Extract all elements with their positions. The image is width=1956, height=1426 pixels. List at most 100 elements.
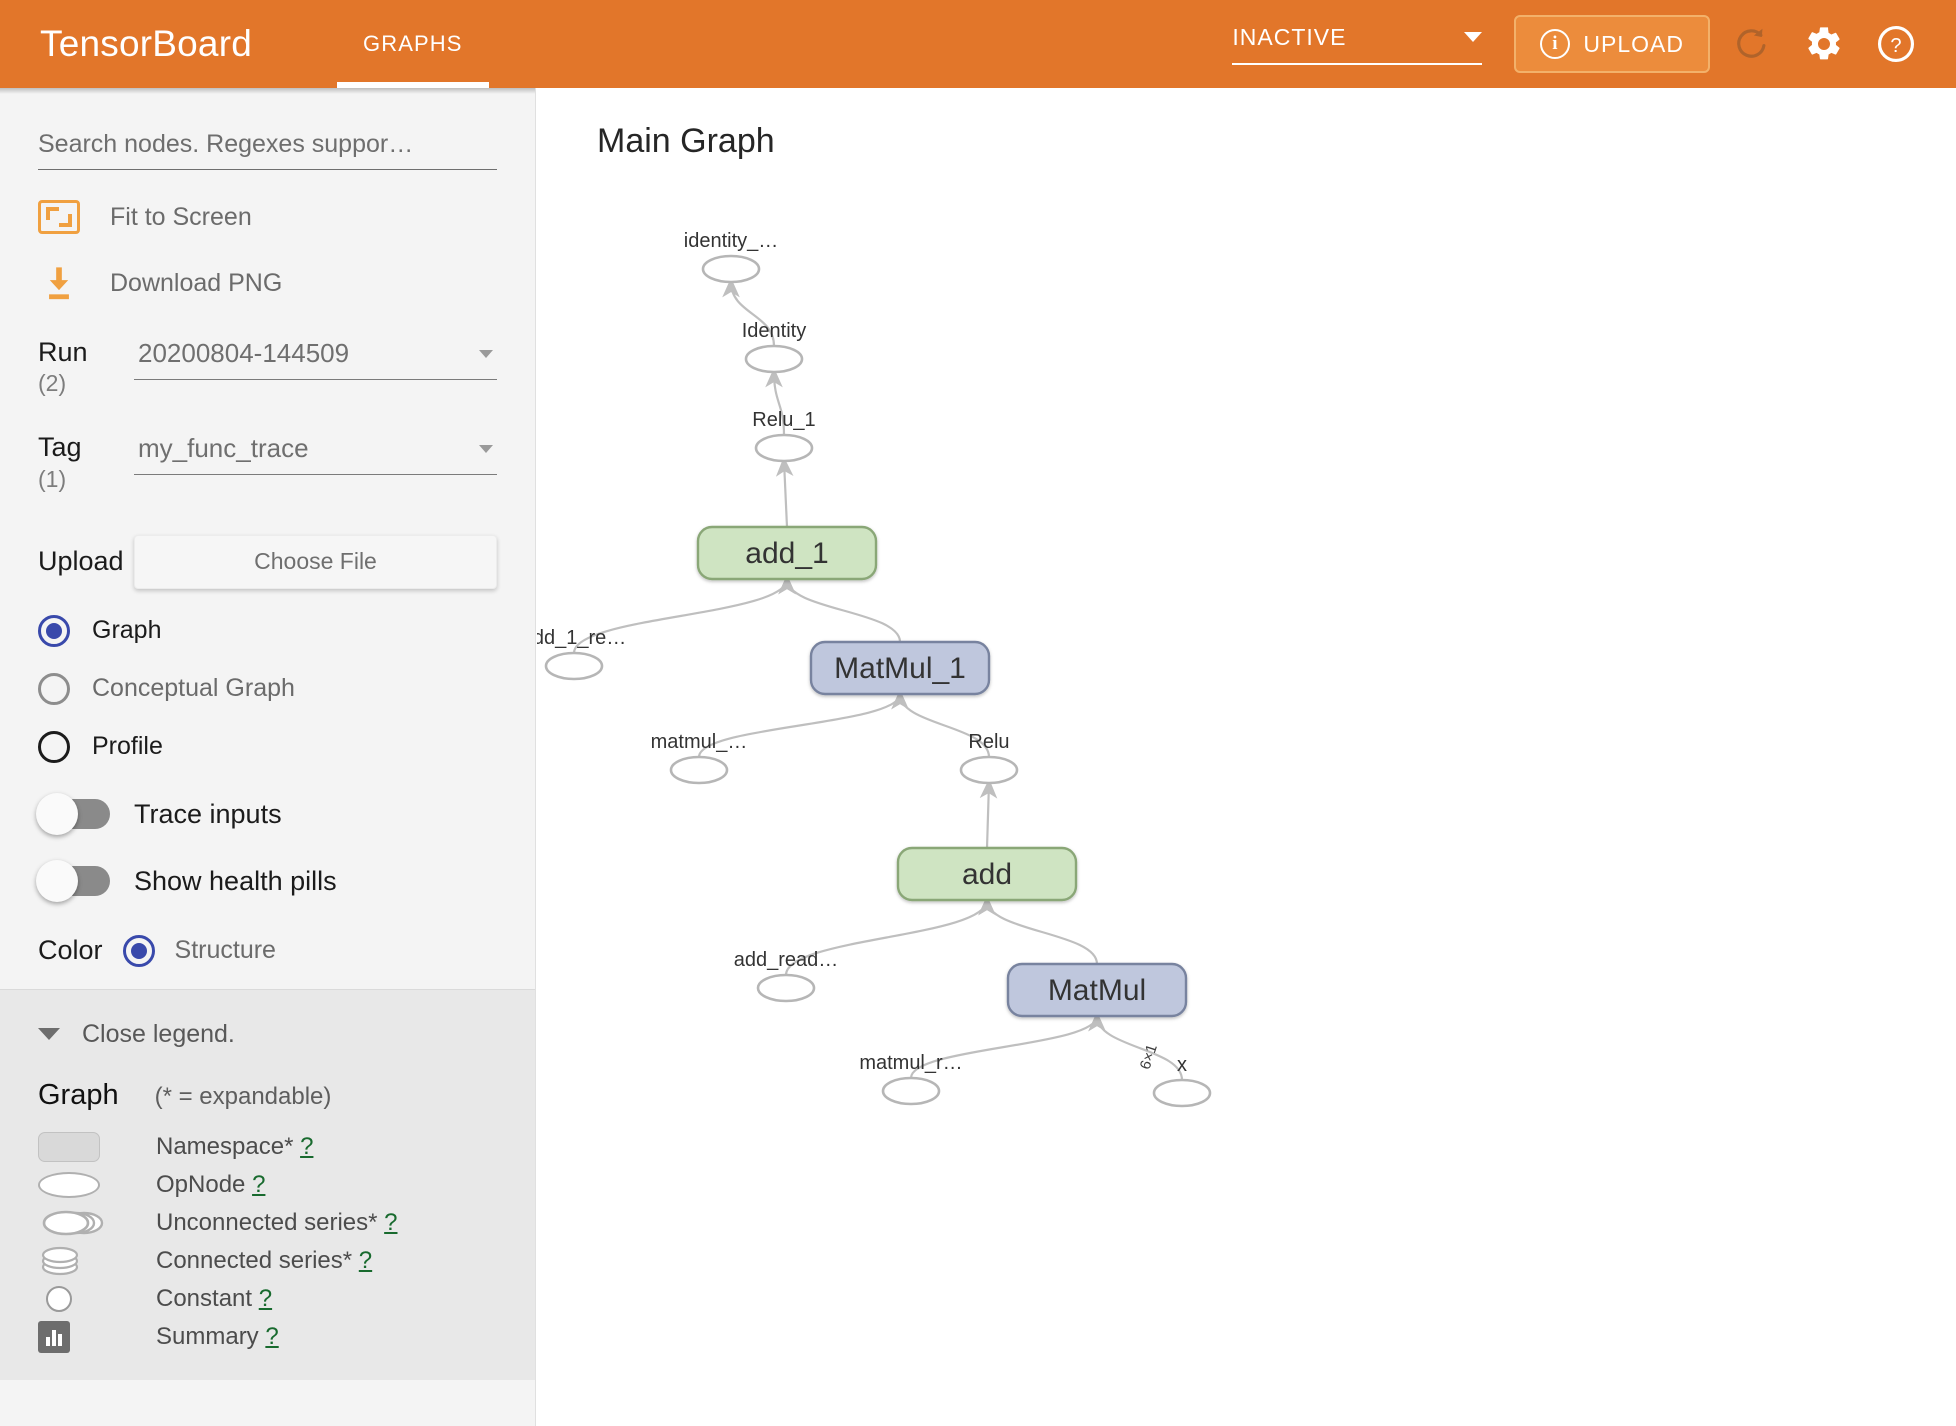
legend-item-namespace: Namespace* ? (38, 1128, 497, 1166)
graph-node-add_1_read[interactable]: add_1_re… (537, 627, 626, 681)
graph-node-add[interactable]: add (896, 846, 1078, 902)
chevron-down-icon (479, 349, 493, 358)
namespace-icon (38, 1131, 156, 1162)
close-legend-button[interactable]: Close legend. (38, 1020, 497, 1049)
run-label: Run (38, 337, 88, 367)
legend-heading: Graph (* = expandable) (38, 1079, 497, 1112)
sidebar-divider (0, 988, 535, 990)
radio-conceptual-graph-indicator (38, 672, 70, 705)
legend-help-icon[interactable]: ? (265, 1322, 279, 1350)
legend-item-summary-label: Summary (156, 1322, 259, 1350)
graph-node-label: Relu (968, 731, 1009, 753)
run-dropdown[interactable]: 20200804-144509 (134, 338, 497, 380)
refresh-icon[interactable] (1722, 14, 1782, 74)
run-dropdown-value: 20200804-144509 (138, 338, 350, 368)
svg-text:?: ? (1890, 35, 1901, 57)
header-actions: INACTIVE i UPLOAD ? (1232, 14, 1926, 74)
download-png-button[interactable]: Download PNG (38, 264, 497, 302)
graph-node-Relu_1[interactable]: Relu_1 (752, 409, 816, 463)
unconnected-series-icon (38, 1206, 156, 1240)
graph-node-shape (809, 640, 991, 696)
radio-color-structure-indicator[interactable] (122, 934, 155, 967)
legend-item-constant-label: Constant (156, 1284, 253, 1312)
graph-node-label: matmul_r… (859, 1052, 962, 1074)
graph-edge (978, 895, 1099, 965)
graph-node-matmul_read_1[interactable]: matmul_… (651, 731, 748, 785)
connected-series-icon (38, 1243, 156, 1279)
radio-profile[interactable]: Profile (38, 730, 497, 763)
toggle-trace-inputs-switch[interactable] (36, 793, 110, 836)
opnode-icon (38, 1171, 156, 1198)
graph-node-x[interactable]: x (1152, 1054, 1212, 1108)
sidebar-controls: Fit to Screen Download PNG Run (2) 20200… (0, 130, 535, 989)
chevron-down-icon (479, 444, 493, 453)
radio-conceptual-graph[interactable]: Conceptual Graph (38, 672, 497, 705)
graph-node-identity_out[interactable]: identity_… (684, 230, 779, 284)
toggle-show-health-pills-switch[interactable] (36, 860, 110, 903)
upload-button[interactable]: i UPLOAD (1514, 15, 1710, 73)
toggle-trace-inputs[interactable]: Trace inputs (36, 793, 497, 836)
legend-subtitle: (* = expandable) (154, 1082, 332, 1110)
toggle-knob (36, 860, 78, 903)
fit-to-screen-button[interactable]: Fit to Screen (38, 200, 497, 234)
color-label: Color (38, 935, 103, 966)
graph-node-label: add_1 (745, 537, 828, 570)
legend-item-constant: Constant ? (38, 1280, 497, 1318)
choose-file-button[interactable]: Choose File (134, 534, 497, 589)
graph-node-label: matmul_… (651, 731, 748, 753)
graph-node-add_read[interactable]: add_read… (734, 949, 839, 1003)
legend-help-icon[interactable]: ? (358, 1246, 373, 1274)
tag-dropdown[interactable]: my_func_trace (134, 433, 497, 476)
radio-graph[interactable]: Graph (38, 614, 497, 647)
graph-node-matmul_read[interactable]: matmul_r… (859, 1052, 963, 1106)
graph-edge (765, 367, 786, 436)
graph-node-shape (959, 755, 1019, 785)
help-icon[interactable]: ? (1866, 14, 1926, 74)
graph-node-Identity[interactable]: Identity (742, 320, 806, 374)
legend-item-opnode-label: OpNode (156, 1170, 246, 1198)
toggle-show-health-pills[interactable]: Show health pills (36, 860, 497, 903)
graph-node-label: MatMul_1 (834, 652, 966, 685)
graph-node-label: add_read… (734, 949, 839, 971)
graph-node-MatMul_1[interactable]: MatMul_1 (809, 640, 991, 696)
tab-graphs[interactable]: GRAPHS (337, 0, 489, 88)
graph-node-Relu[interactable]: Relu (959, 731, 1019, 785)
graph-edge (775, 456, 794, 528)
graph-node-MatMul[interactable]: MatMul (1006, 962, 1188, 1018)
graph-edge (778, 574, 902, 643)
toggle-show-health-pills-label: Show health pills (134, 865, 337, 896)
graph-node-label: MatMul (1048, 974, 1146, 1007)
summary-icon (38, 1320, 156, 1353)
legend-help-icon[interactable]: ? (258, 1284, 273, 1312)
legend-title: Graph (38, 1078, 119, 1111)
search-field[interactable] (38, 130, 497, 170)
gear-icon[interactable] (1794, 14, 1854, 74)
graph-edge (784, 895, 996, 976)
graph-node-shape (756, 973, 816, 1003)
graph-svg[interactable]: 6×1 identity_…IdentityRelu_1add_1add_1_r… (537, 88, 1956, 1426)
legend-item-connected-series: Connected series* ? (38, 1242, 497, 1280)
run-status-dropdown[interactable]: INACTIVE (1232, 24, 1483, 65)
app-brand: TensorBoard (40, 23, 252, 64)
graph-node-shape (701, 254, 761, 284)
radio-profile-indicator (38, 730, 70, 763)
run-field-row: Run (2) 20200804-144509 (38, 338, 497, 397)
tag-field-row: Tag (1) my_func_trace (38, 433, 497, 492)
search-input[interactable] (38, 130, 497, 159)
color-row: Color Structure (38, 934, 497, 989)
upload-label: Upload (38, 546, 124, 577)
app-header: TensorBoard GRAPHS INACTIVE i UPLOAD (0, 0, 1956, 88)
legend-help-icon[interactable]: ? (252, 1170, 266, 1198)
legend-help-icon[interactable]: ? (384, 1208, 398, 1236)
legend-items: Namespace* ? OpNode ? Unconnected series… (38, 1128, 497, 1356)
toggle-trace-inputs-label: Trace inputs (134, 798, 282, 829)
graph-node-add_1[interactable]: add_1 (696, 525, 878, 581)
graph-node-shape (754, 433, 814, 463)
legend-item-unconnected-series: Unconnected series* ? (38, 1204, 497, 1242)
graph-node-label: Relu_1 (752, 409, 815, 431)
graph-node-label: x (1177, 1054, 1187, 1076)
legend-help-icon[interactable]: ? (300, 1132, 314, 1160)
legend-item-unconnected-series-label: Unconnected series* (156, 1208, 378, 1236)
